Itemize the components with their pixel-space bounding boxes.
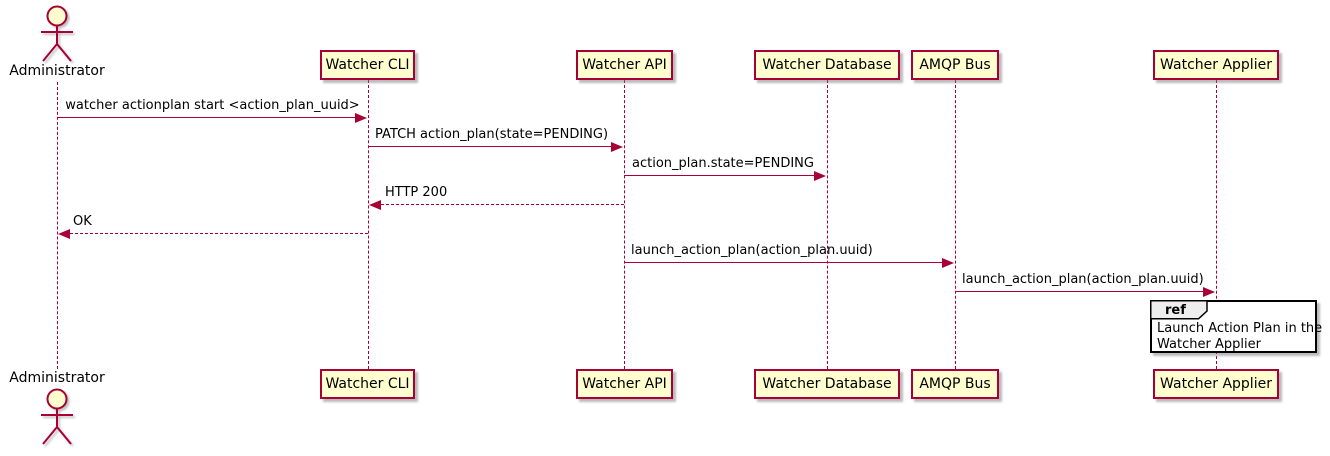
lifeline-watcher-api <box>624 80 625 369</box>
message-line <box>57 117 356 118</box>
participant-label: Watcher API <box>582 57 667 73</box>
message-label: PATCH action_plan(state=PENDING) <box>375 127 609 142</box>
participant-label: Watcher CLI <box>325 57 410 73</box>
message-label: OK <box>73 214 92 229</box>
message-label: launch_action_plan(action_plan.uuid) <box>962 272 1204 287</box>
participant-label: AMQP Bus <box>919 376 991 392</box>
participant-watcher-database-top: Watcher Database <box>754 50 900 80</box>
ref-keyword: ref <box>1165 303 1186 318</box>
lifeline-amqp-bus <box>955 80 956 369</box>
lifeline-watcher-database <box>827 80 828 369</box>
participant-label: AMQP Bus <box>919 57 991 73</box>
message-line <box>70 233 368 234</box>
arrowhead-icon <box>355 113 367 123</box>
participant-watcher-api-bottom: Watcher API <box>576 369 673 399</box>
arrowhead-icon <box>1203 287 1215 297</box>
message-label: action_plan.state=PENDING <box>632 156 814 171</box>
participant-label: Watcher Database <box>762 376 892 392</box>
participant-label: Watcher Applier <box>1160 376 1272 392</box>
actor-icon <box>41 388 73 445</box>
participant-label: Watcher Database <box>762 57 892 73</box>
message-line <box>955 291 1203 292</box>
arrowhead-icon <box>611 142 623 152</box>
participant-watcher-database-bottom: Watcher Database <box>754 369 900 399</box>
ref-text-line2: Watcher Applier <box>1157 337 1261 352</box>
message-line <box>368 146 611 147</box>
actor-label-bottom: Administrator <box>9 370 105 386</box>
arrowhead-icon <box>369 200 381 210</box>
participant-watcher-applier-bottom: Watcher Applier <box>1153 369 1279 399</box>
participant-label: Watcher Applier <box>1160 57 1272 73</box>
arrowhead-icon <box>814 171 826 181</box>
actor-icon <box>41 5 73 62</box>
ref-fragment: ref Launch Action Plan in the Watcher Ap… <box>1150 300 1322 353</box>
participant-amqp-bus-bottom: AMQP Bus <box>911 369 999 399</box>
message-label: HTTP 200 <box>385 185 448 200</box>
participant-watcher-applier-top: Watcher Applier <box>1153 50 1279 80</box>
arrowhead-icon <box>942 258 954 268</box>
lifeline-watcher-cli <box>368 80 369 369</box>
message-line <box>624 175 814 176</box>
message-line <box>624 262 942 263</box>
participant-label: Watcher API <box>582 376 667 392</box>
arrowhead-icon <box>58 229 70 239</box>
ref-text-line1: Launch Action Plan in the <box>1157 321 1323 336</box>
message-label: watcher actionplan start <action_plan_uu… <box>65 98 360 113</box>
message-line <box>381 204 624 205</box>
ref-tab-icon <box>1150 300 1208 320</box>
participant-amqp-bus-top: AMQP Bus <box>911 50 999 80</box>
participant-watcher-api-top: Watcher API <box>576 50 673 80</box>
lifeline-watcher-applier <box>1216 80 1217 369</box>
lifeline-administrator <box>57 82 58 369</box>
participant-watcher-cli-top: Watcher CLI <box>320 50 415 80</box>
participant-watcher-cli-bottom: Watcher CLI <box>320 369 415 399</box>
message-label: launch_action_plan(action_plan.uuid) <box>631 243 873 258</box>
actor-label-top: Administrator <box>9 63 105 79</box>
participant-label: Watcher CLI <box>325 376 410 392</box>
